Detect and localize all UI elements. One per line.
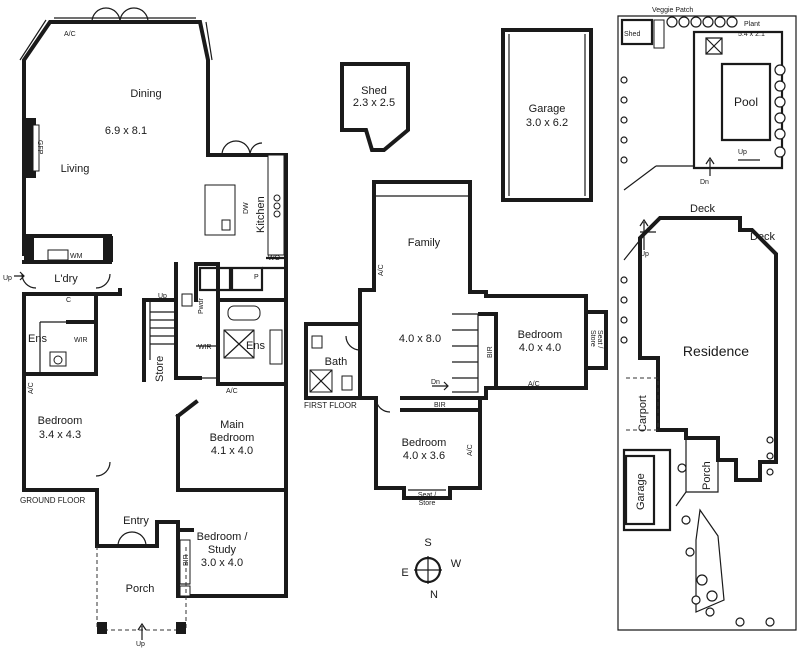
bedroom-study-label-2: Study: [208, 544, 237, 556]
store-label: Store: [154, 356, 166, 382]
wo-label: WO: [268, 255, 281, 262]
pool-up-label: Up: [738, 149, 747, 156]
bir-study-label: BIR: [183, 554, 190, 566]
bedroom-study-label: Bedroom /: [197, 531, 249, 543]
deck-label-1: Deck: [690, 203, 716, 215]
compass-s: S: [424, 537, 431, 549]
pool-label: Pool: [734, 95, 758, 109]
bedroom-east-label: Bedroom: [518, 329, 563, 341]
dining-label: Dining: [130, 88, 161, 100]
bir-east-label: BIR: [487, 346, 494, 358]
bedroom-east-size: 4.0 x 4.0: [519, 342, 561, 354]
plant-size: 5.4 x 2.1: [738, 31, 765, 38]
porch-label: Porch: [126, 583, 155, 595]
site-plan: Veggie Patch Shed Plant 5.4 x 2.1 Pool U…: [617, 7, 797, 631]
site-shed-label: Shed: [624, 31, 640, 38]
first-floor-caption: FIRST FLOOR: [304, 401, 357, 410]
ac-top-label: A/C: [64, 31, 76, 38]
wir-left-label: WIR: [74, 337, 88, 344]
seat-store-east-2: Store: [589, 330, 596, 347]
shed-size: 2.3 x 2.5: [353, 97, 395, 109]
outbuildings: Shed 2.3 x 2.5 Garage 3.0 x 6.2: [340, 28, 593, 202]
c-label: C: [66, 297, 71, 304]
ac-main-label: A/C: [226, 388, 238, 395]
dw-label: DW: [243, 202, 250, 214]
pwdr-label: Pwdr: [198, 297, 205, 314]
ground-floor-plan: Dining 6.9 x 8.1 Living GFP Kitchen DW W…: [3, 7, 288, 648]
ens-left-label: Ens: [28, 333, 47, 345]
deck-label-2: Deck: [750, 231, 776, 243]
family-label: Family: [408, 237, 441, 249]
veggie-patch-label: Veggie Patch: [652, 7, 693, 14]
main-bedroom-label-2: Bedroom: [210, 432, 255, 444]
living-dining-size: 6.9 x 8.1: [105, 125, 147, 137]
gfp-label: GFP: [36, 140, 43, 155]
seat-store-south-1: Seat /: [418, 492, 436, 499]
deck-up-label: Up: [640, 251, 649, 258]
first-floor-plan: Family 4.0 x 8.0 Bath Bedroom 4.0 x 4.0 …: [304, 180, 608, 507]
ac-bedroom-east-label: A/C: [528, 381, 540, 388]
compass-e: E: [401, 567, 408, 579]
garage-label: Garage: [529, 103, 566, 115]
family-size: 4.0 x 8.0: [399, 333, 441, 345]
site-porch-label: Porch: [701, 461, 713, 490]
laundry-up-label: Up: [3, 275, 12, 282]
garage-size: 3.0 x 6.2: [526, 117, 568, 129]
f-label: F: [216, 274, 220, 281]
bir-south-label: BIR: [434, 402, 446, 409]
compass-n: N: [430, 589, 438, 601]
shed-label: Shed: [361, 85, 387, 97]
laundry-label: L'dry: [54, 273, 78, 285]
compass-w: W: [451, 558, 462, 570]
plant-label: Plant: [744, 21, 760, 28]
ens-main-label: Ens: [246, 340, 265, 352]
compass: S W E N: [401, 537, 461, 601]
stairs-up-label: Up: [158, 293, 167, 300]
bedroom-study-size: 3.0 x 4.0: [201, 557, 243, 569]
entry-label: Entry: [123, 515, 149, 527]
living-label: Living: [61, 163, 90, 175]
main-bedroom-label: Main: [220, 419, 244, 431]
kitchen-label: Kitchen: [255, 196, 267, 233]
bath-label: Bath: [325, 356, 348, 368]
site-garage-label: Garage: [635, 473, 647, 510]
bedroom-south-label: Bedroom: [402, 437, 447, 449]
porch-up-label: Up: [136, 641, 145, 648]
bedroom-south-size: 4.0 x 3.6: [403, 450, 445, 462]
bedroom-size: 3.4 x 4.3: [39, 429, 81, 441]
main-bedroom-size: 4.1 x 4.0: [211, 445, 253, 457]
wir-main-label: WIR: [198, 344, 212, 351]
ac-left-label: A/C: [28, 382, 35, 394]
wm-label: WM: [70, 253, 83, 260]
seat-store-east-1: Seat /: [596, 330, 603, 348]
stairs-dn-label: Dn: [431, 379, 440, 386]
p-label: P: [254, 274, 259, 281]
seat-store-south-2: Store: [419, 500, 436, 507]
ac-family-label: A/C: [378, 264, 385, 276]
pool-dn-label: Dn: [700, 179, 709, 186]
ground-floor-caption: GROUND FLOOR: [20, 496, 86, 505]
bedroom-label: Bedroom: [38, 415, 83, 427]
ac-bedroom-south-label: A/C: [467, 444, 474, 456]
residence-label: Residence: [683, 343, 749, 359]
carport-label: Carport: [637, 395, 649, 432]
tree-row: [620, 16, 786, 627]
